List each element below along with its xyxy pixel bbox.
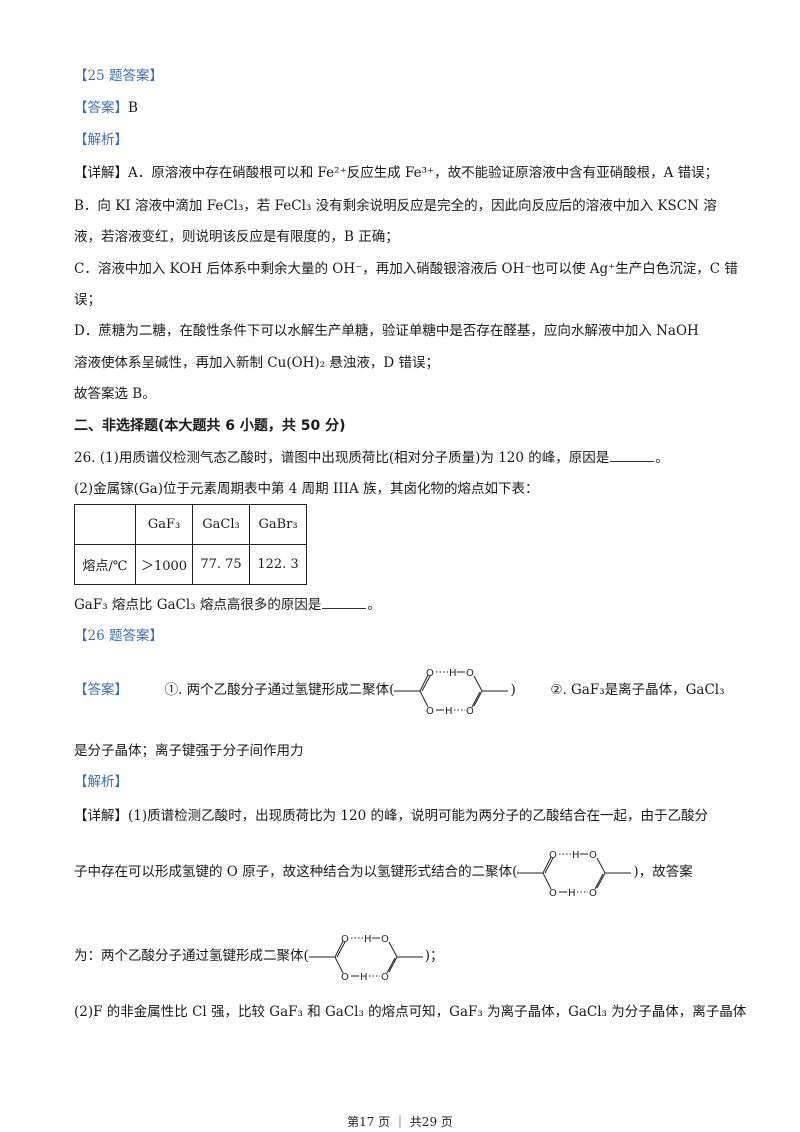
answer-blank bbox=[610, 449, 655, 462]
dimer-atom: H bbox=[360, 972, 368, 983]
q25-option-c-line1: C．溶液中加入 KOH 后体系中剩余大量的 OH⁻，再加入硝酸银溶液后 OH⁻也… bbox=[74, 261, 738, 277]
table-cell: 77. 75 bbox=[192, 544, 250, 585]
q25-analysis-label: 【解析】 bbox=[74, 132, 128, 148]
answer-label: 【答案】 bbox=[74, 100, 128, 116]
dimer-atom: O bbox=[466, 668, 474, 679]
answer-1-close: ) bbox=[510, 682, 516, 698]
table-header-cell bbox=[74, 504, 136, 545]
q25-option-b-line1: B．向 KI 溶液中滴加 FeCl₃，若 FeCl₃ 没有剩余说明反应是完全的，… bbox=[74, 198, 717, 214]
q26-line1-end: 。 bbox=[655, 450, 669, 466]
dimer-atom: O bbox=[589, 850, 597, 861]
table-header-cell: GaBr₃ bbox=[249, 504, 307, 545]
q26-line3-text: GaF₃ 熔点比 GaCl₃ 熔点高很多的原因是 bbox=[74, 597, 322, 613]
table-header-cell: GaF₃ bbox=[135, 504, 193, 545]
q26-analysis-label: 【解析】 bbox=[74, 774, 128, 790]
dimer-atom: O bbox=[341, 972, 349, 983]
answer-1-text: . 两个乙酸分子通过氢键形成二聚体( bbox=[178, 682, 395, 698]
detail-label: 【详解】 bbox=[74, 808, 128, 824]
q26-detail2-line1: (2)F 的非金属性比 Cl 强，比较 GaF₃ 和 GaCl₃ 的熔点可知，G… bbox=[74, 1004, 747, 1020]
dimer-atom: O bbox=[549, 850, 557, 861]
q26-line1: 26. (1)用质谱仪检测气态乙酸时，谱图中出现质荷比(相对分子质量)为 120… bbox=[74, 448, 669, 468]
q26-line3: GaF₃ 熔点比 GaCl₃ 熔点高很多的原因是 。 bbox=[74, 595, 381, 615]
acetic-acid-dimer-structure: O O H O H O bbox=[308, 934, 423, 983]
section-title: 二、非选择题(本大题共 6 小题，共 50 分) bbox=[74, 418, 346, 434]
answer-blank bbox=[322, 596, 367, 609]
answer-number-2: ② bbox=[550, 682, 563, 698]
dimer-atom: H bbox=[364, 934, 372, 945]
q25-option-d-line1: D．蔗糖为二糖，在酸性条件下可以水解生产单糖，验证单糖中是否存在醛基，应向水解液… bbox=[74, 323, 699, 339]
dimer-atom: O bbox=[381, 972, 389, 983]
detail1-line2b-text: )，故答案 bbox=[633, 864, 693, 880]
q25-option-d-line2: 溶液使体系呈碱性，再加入新制 Cu(OH)₂ 悬浊液，D 错误； bbox=[74, 355, 440, 371]
q25-conclusion: 故答案选 B。 bbox=[74, 386, 156, 402]
detail1-line1-text: (1)质谱检测乙酸时，出现质荷比为 120 的峰，说明可能为两分子的乙酸结合在一… bbox=[128, 808, 708, 824]
q26-line3-end: 。 bbox=[367, 597, 381, 613]
q26-line1-text: 26. (1)用质谱仪检测气态乙酸时，谱图中出现质荷比(相对分子质量)为 120… bbox=[74, 450, 610, 466]
answer-2-text: . GaF₃是离子晶体，GaCl₃ bbox=[562, 682, 725, 698]
q26-line2: (2)金属镓(Ga)位于元素周期表中第 4 周期 IIIA 族，其卤化物的熔点如… bbox=[74, 481, 539, 497]
dimer-atom: H bbox=[449, 668, 457, 679]
q26-detail1-line1: 【详解】(1)质谱检测乙酸时，出现质荷比为 120 的峰，说明可能为两分子的乙酸… bbox=[74, 806, 708, 826]
q26-detail1-line2: 子中存在可以形成氢键的 O 原子，故这种结合为以氢键形式结合的二聚体( O O … bbox=[74, 842, 693, 902]
dimer-atom: O bbox=[589, 888, 597, 899]
dimer-atom: O bbox=[549, 888, 557, 899]
dimer-atom: O bbox=[466, 706, 474, 717]
answer-value: B bbox=[128, 100, 138, 116]
q25-option-a: 【详解】A．原溶液中存在硝酸根可以和 Fe²⁺反应生成 Fe³⁺，故不能验证原溶… bbox=[74, 163, 718, 183]
q26-answer-cont: 是分子晶体；离子键强于分子间作用力 bbox=[74, 743, 304, 759]
table-cell: ＞1000 bbox=[135, 544, 193, 585]
dimer-atom: H bbox=[445, 706, 453, 717]
page-footer: 第17 页 ｜ 共29 页 bbox=[347, 1115, 453, 1129]
melting-point-table: GaF₃ GaCl₃ GaBr₃ 熔点/℃ ＞1000 77. 75 122. … bbox=[74, 504, 307, 585]
dimer-atom: O bbox=[426, 706, 434, 717]
table-header-cell: GaCl₃ bbox=[192, 504, 250, 545]
table-row-label: 熔点/℃ bbox=[74, 544, 136, 585]
detail1-line2a-text: 子中存在可以形成氢键的 O 原子，故这种结合为以氢键形式结合的二聚体( bbox=[74, 864, 518, 880]
option-a-text: A．原溶液中存在硝酸根可以和 Fe²⁺反应生成 Fe³⁺，故不能验证原溶液中含有… bbox=[128, 165, 719, 181]
acetic-acid-dimer-structure: O O H O H O bbox=[517, 850, 632, 899]
detail-label: 【详解】 bbox=[74, 165, 128, 181]
q25-answer-header: 【25 题答案】 bbox=[74, 68, 163, 84]
q26-detail1-line3: 为：两个乙酸分子通过氢键形成二聚体( O O H O H O )； bbox=[74, 926, 444, 986]
answer-number-1: ① bbox=[164, 682, 179, 698]
dimer-atom: O bbox=[341, 934, 349, 945]
acetic-acid-dimer-structure: O O H O H O bbox=[394, 668, 509, 717]
dimer-atom: H bbox=[568, 888, 576, 899]
detail1-line3b-text: )； bbox=[424, 948, 444, 964]
dimer-atom: H bbox=[572, 850, 580, 861]
q26-answer-header: 【26 题答案】 bbox=[74, 628, 163, 644]
answer-label: 【答案】 bbox=[74, 682, 128, 698]
q25-answer: 【答案】B bbox=[74, 98, 138, 118]
table-cell: 122. 3 bbox=[249, 544, 307, 585]
dimer-atom: O bbox=[426, 668, 434, 679]
q25-option-c-line2: 误； bbox=[74, 292, 101, 308]
q26-answer-line: 【答案】 ①. 两个乙酸分子通过氢键形成二聚体( O O H O H O ) ②… bbox=[74, 660, 725, 720]
detail1-line3a-text: 为：两个乙酸分子通过氢键形成二聚体( bbox=[74, 948, 309, 964]
table-row: 熔点/℃ ＞1000 77. 75 122. 3 bbox=[74, 544, 307, 585]
q25-option-b-line2: 液，若溶液变红，则说明该反应是有限度的，B 正确； bbox=[74, 229, 399, 245]
dimer-atom: O bbox=[381, 934, 389, 945]
table-row: GaF₃ GaCl₃ GaBr₃ bbox=[74, 504, 307, 545]
